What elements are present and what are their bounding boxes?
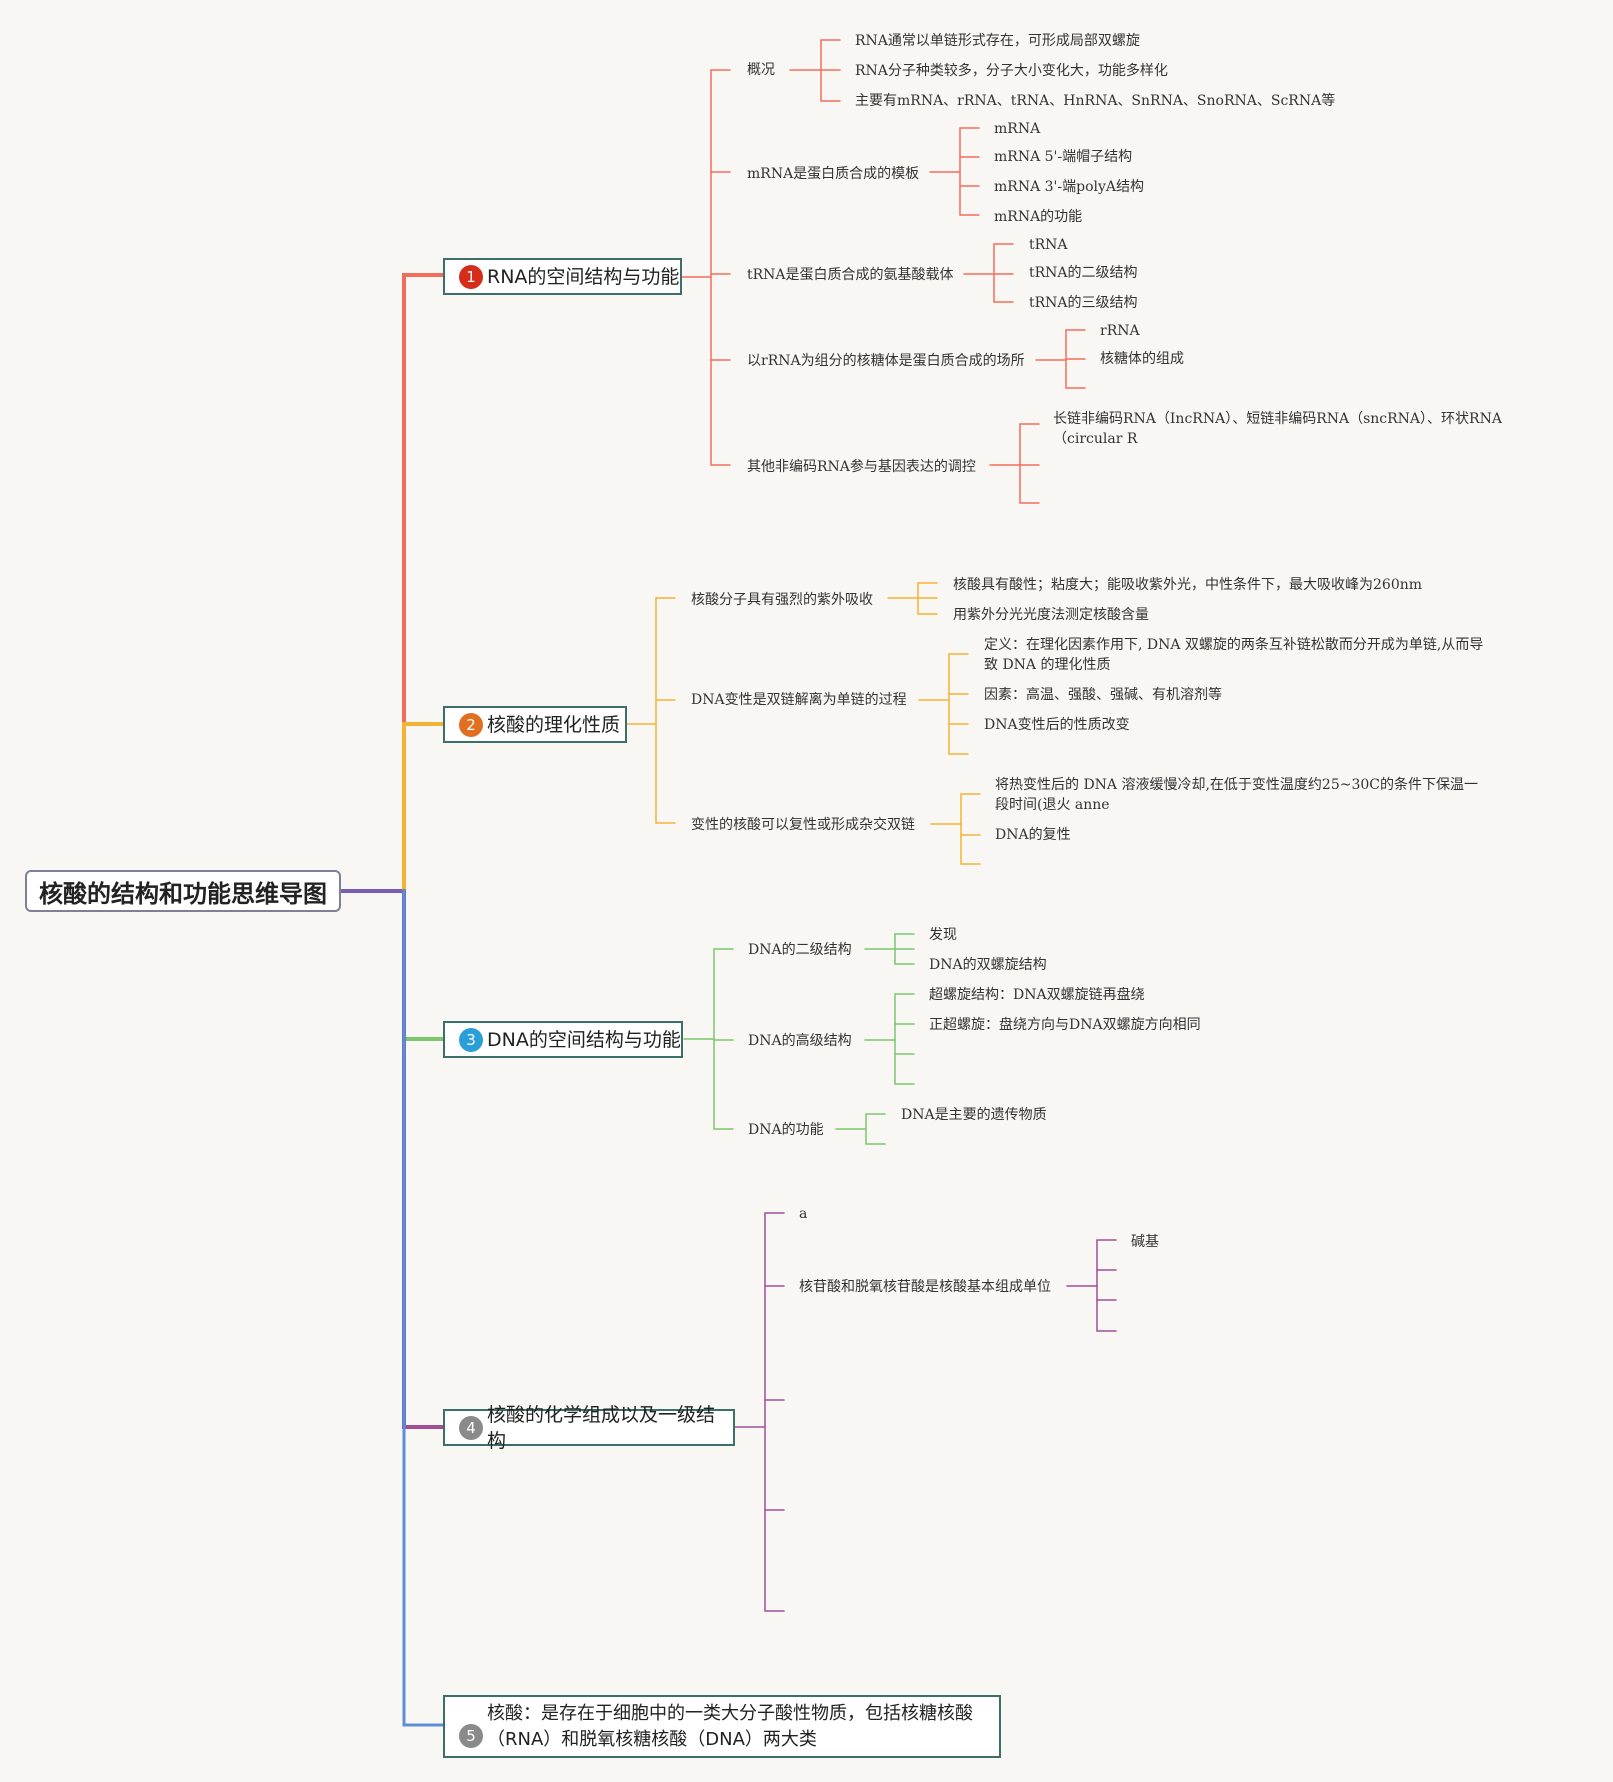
leaf-node[interactable]: 核酸具有酸性；粘度大；能吸收紫外光，中性条件下，最大吸收峰为260nm bbox=[953, 577, 1423, 593]
topic-physicochemical-properties[interactable]: 2 核酸的理化性质 bbox=[443, 706, 627, 743]
number-badge-2: 2 bbox=[459, 712, 483, 737]
leaf-node[interactable]: 碱基 bbox=[1131, 1234, 1159, 1250]
subtopic-denaturation[interactable]: DNA变性是双链解离为单链的过程 bbox=[691, 692, 907, 708]
leaf-node[interactable]: tRNA bbox=[1029, 237, 1068, 253]
subtopic-nucleotides[interactable]: 核苷酸和脱氧核苷酸是核酸基本组成单位 bbox=[799, 1279, 1051, 1295]
leaf-node[interactable]: 核糖体的组成 bbox=[1100, 351, 1184, 367]
subtopic-trna[interactable]: tRNA是蛋白质合成的氨基酸载体 bbox=[747, 267, 954, 283]
subtopic-dna-function[interactable]: DNA的功能 bbox=[748, 1122, 824, 1138]
leaf-node[interactable]: 将热变性后的 DNA 溶液缓慢冷却,在低于变性温度约25~30C的条件下保温一段… bbox=[995, 777, 1479, 813]
leaf-node[interactable]: tRNA的二级结构 bbox=[1029, 265, 1138, 281]
subtopic-rrna[interactable]: 以rRNA为组分的核糖体是蛋白质合成的场所 bbox=[747, 353, 1025, 369]
topic-dna-structure[interactable]: 3 DNA的空间结构与功能 bbox=[443, 1021, 683, 1058]
leaf-node[interactable]: DNA变性后的性质改变 bbox=[984, 717, 1130, 733]
topic-nucleic-acid-definition[interactable]: 5 核酸：是存在于细胞中的一类大分子酸性物质，包括核糖核酸（RNA）和脱氧核糖核… bbox=[443, 1695, 1001, 1758]
topic-label: DNA的空间结构与功能 bbox=[487, 1028, 681, 1051]
leaf-node[interactable]: mRNA 5'-端帽子结构 bbox=[994, 149, 1133, 165]
topic-label: 核酸的化学组成以及一级结构 bbox=[487, 1403, 716, 1452]
leaf-node[interactable]: DNA的双螺旋结构 bbox=[929, 957, 1047, 973]
topic-rna-structure[interactable]: 1 RNA的空间结构与功能 bbox=[443, 258, 682, 295]
leaf-node[interactable]: DNA是主要的遗传物质 bbox=[901, 1107, 1047, 1123]
leaf-node[interactable]: rRNA bbox=[1100, 323, 1140, 339]
subtopic-overview[interactable]: 概况 bbox=[747, 62, 775, 78]
leaf-node[interactable]: tRNA的三级结构 bbox=[1029, 295, 1138, 311]
subtopic-dna-secondary[interactable]: DNA的二级结构 bbox=[748, 942, 852, 958]
subtopic-uv-absorption[interactable]: 核酸分子具有强烈的紫外吸收 bbox=[691, 592, 873, 608]
rna-branch-lines bbox=[680, 39, 1086, 504]
leaf-node[interactable]: 主要有mRNA、rRNA、tRNA、HnRNA、SnRNA、SnoRNA、ScR… bbox=[855, 93, 1336, 109]
leaf-node[interactable]: mRNA bbox=[994, 121, 1041, 137]
leaf-node[interactable]: 发现 bbox=[929, 927, 957, 943]
leaf-node[interactable]: 用紫外分光光度法测定核酸含量 bbox=[953, 607, 1149, 623]
number-badge-5: 5 bbox=[459, 1724, 483, 1748]
trunk-lines bbox=[339, 273, 445, 1727]
topic-chemical-composition[interactable]: 4 核酸的化学组成以及一级结构 bbox=[443, 1404, 735, 1452]
leaf-node[interactable]: mRNA的功能 bbox=[994, 209, 1083, 225]
leaf-node[interactable]: 长链非编码RNA（IncRNA）、短链非编码RNA（sncRNA）、环状RNA（… bbox=[1053, 411, 1502, 447]
leaf-node[interactable]: 正超螺旋：盘绕方向与DNA双螺旋方向相同 bbox=[929, 1017, 1201, 1033]
number-badge-4: 4 bbox=[459, 1415, 483, 1440]
property-branch-lines bbox=[625, 582, 981, 865]
leaf-node[interactable]: 因素：高温、强酸、强碱、有机溶剂等 bbox=[984, 687, 1222, 703]
leaf-node[interactable]: DNA的复性 bbox=[995, 827, 1071, 843]
leaf-node[interactable]: RNA通常以单链形式存在，可形成局部双螺旋 bbox=[855, 33, 1140, 49]
topic-label: 核酸：是存在于细胞中的一类大分子酸性物质，包括核糖核酸（RNA）和脱氧核糖核酸（… bbox=[487, 1702, 973, 1750]
subtopic-mrna[interactable]: mRNA是蛋白质合成的模板 bbox=[747, 166, 920, 182]
topic-label: RNA的空间结构与功能 bbox=[487, 265, 680, 288]
subtopic-renaturation[interactable]: 变性的核酸可以复性或形成杂交双链 bbox=[691, 817, 915, 833]
subtopic-a[interactable]: a bbox=[799, 1206, 808, 1222]
leaf-node[interactable]: 定义：在理化因素作用下, DNA 双螺旋的两条互补链松散而分开成为单链,从而导致… bbox=[984, 637, 1484, 673]
mindmap-root-title[interactable]: 核酸的结构和功能思维导图 bbox=[25, 870, 341, 912]
leaf-node[interactable]: 超螺旋结构：DNA双螺旋链再盘绕 bbox=[929, 987, 1145, 1003]
subtopic-dna-higher[interactable]: DNA的高级结构 bbox=[748, 1033, 852, 1049]
leaf-node[interactable]: mRNA 3'-端polyA结构 bbox=[994, 179, 1145, 195]
number-badge-3: 3 bbox=[459, 1027, 483, 1052]
subtopic-noncoding-rna[interactable]: 其他非编码RNA参与基因表达的调控 bbox=[747, 459, 976, 475]
number-badge-1: 1 bbox=[459, 264, 483, 289]
topic-label: 核酸的理化性质 bbox=[487, 713, 621, 736]
dna-branch-lines bbox=[683, 933, 915, 1145]
chem-branch-lines bbox=[734, 1212, 1117, 1612]
leaf-node[interactable]: RNA分子种类较多，分子大小变化大，功能多样化 bbox=[855, 63, 1168, 79]
